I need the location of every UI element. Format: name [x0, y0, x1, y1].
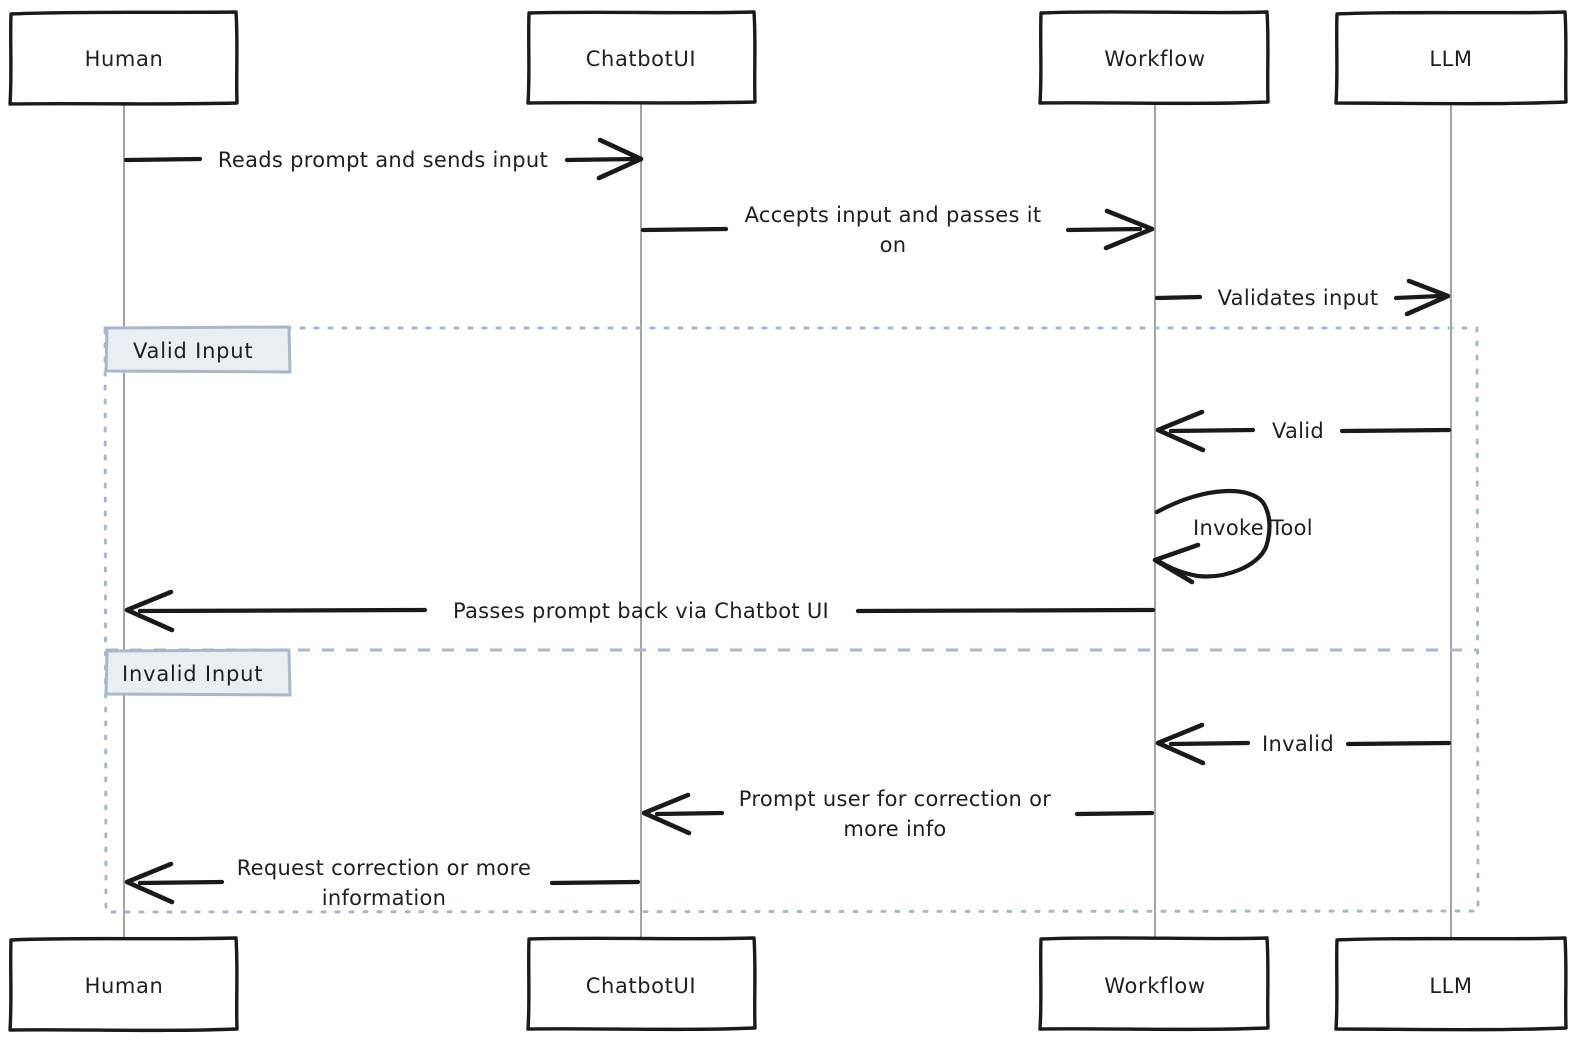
actor-workflow-bottom-face [1040, 938, 1268, 1029]
alt-section-valid-input: Valid Input [104, 325, 292, 374]
actor-llm-bottom-face [1336, 938, 1566, 1029]
message-self-loop-line [1154, 489, 1272, 550]
message-accepts-input-and-passes-it-on[interactable]: Accepts input and passes it on [640, 203, 1155, 257]
message-line [564, 156, 640, 163]
message-line [1339, 427, 1452, 434]
message-label-line2: information [322, 886, 447, 910]
message-reads-prompt-and-sends-input[interactable]: Reads prompt and sends input [123, 137, 644, 181]
message-label: Valid [1272, 419, 1324, 443]
message-prompt-user-for-correction-or-more-info[interactable]: Prompt user for correction or more info [641, 787, 1155, 841]
arrowhead-right-icon [596, 137, 644, 181]
actor-llm-bottom-label: LLM [1429, 974, 1472, 998]
actor-workflow-bottom-border [1038, 936, 1270, 1032]
arrowhead-left-icon [1155, 722, 1206, 766]
arrowhead-left-icon [124, 861, 175, 905]
actor-llm-top[interactable]: LLM [1334, 10, 1568, 106]
message-valid[interactable]: Valid [1155, 409, 1452, 453]
message-line [1345, 740, 1452, 747]
message-line [1168, 427, 1256, 434]
actor-human-bottom-face [10, 938, 237, 1030]
actor-human-top-label: Human [85, 47, 164, 71]
actor-llm-bottom-border [1334, 936, 1568, 1032]
message-line [123, 156, 203, 163]
actor-llm-top-label: LLM [1429, 47, 1472, 71]
arrowhead-left-icon [124, 589, 175, 633]
actor-human-bottom-border [8, 936, 239, 1033]
actor-llm-bottom[interactable]: LLM [1334, 936, 1568, 1032]
actor-llm-top-face [1336, 12, 1566, 103]
actor-workflow-top-label: Workflow [1104, 47, 1205, 71]
message-line [137, 879, 225, 886]
alt-group: Valid Input Invalid Input [103, 325, 1480, 914]
actor-workflow-top-face [1040, 12, 1268, 103]
actor-chatbotui-bottom[interactable]: ChatbotUI [526, 936, 757, 1032]
message-line [1065, 226, 1143, 233]
message-label: Reads prompt and sends input [218, 148, 548, 172]
actor-human-top-border [8, 10, 239, 106]
actor-boxes-bottom: Human ChatbotUI Workflow LLM [8, 936, 1568, 1033]
arrowhead-left-icon [641, 792, 692, 836]
invalid-input-tag-box [104, 648, 292, 697]
message-line [549, 879, 641, 886]
message-label: Invoke Tool [1193, 516, 1313, 540]
arrowhead-left-icon [1155, 409, 1206, 453]
arrowhead-left-icon [1152, 542, 1201, 585]
message-label-line1: Prompt user for correction or [739, 787, 1051, 811]
message-label-line1: Accepts input and passes it [745, 203, 1042, 227]
actor-workflow-bottom[interactable]: Workflow [1038, 936, 1270, 1032]
message-line [855, 607, 1156, 614]
lifelines [123, 104, 1452, 938]
actor-human-top[interactable]: Human [8, 10, 239, 106]
valid-input-tag-label: Valid Input [133, 339, 253, 363]
arrowhead-right-icon [1103, 208, 1155, 251]
message-label-line1: Request correction or more [237, 856, 532, 880]
message-passes-prompt-back-via-chatbot-ui[interactable]: Passes prompt back via Chatbot UI [124, 589, 1156, 633]
message-validates-input[interactable]: Validates input [1154, 278, 1451, 317]
actor-chatbotui-top[interactable]: ChatbotUI [526, 10, 757, 105]
message-label: Validates input [1218, 286, 1379, 310]
actor-chatbotui-top-face [528, 12, 755, 103]
message-line [137, 607, 428, 614]
actor-chatbotui-bottom-face [528, 938, 755, 1029]
actor-chatbotui-bottom-label: ChatbotUI [586, 974, 696, 998]
message-line [1074, 810, 1155, 817]
actor-human-top-face [10, 12, 237, 104]
actor-chatbotui-bottom-border [526, 936, 757, 1032]
valid-input-tag-box [104, 325, 292, 374]
actor-chatbotui-top-label: ChatbotUI [586, 47, 696, 71]
actor-workflow-bottom-label: Workflow [1104, 974, 1205, 998]
actor-chatbotui-top-border [526, 10, 757, 105]
message-invalid[interactable]: Invalid [1155, 722, 1452, 766]
message-label-line2: more info [843, 817, 946, 841]
invalid-input-tag-label: Invalid Input [122, 662, 263, 686]
message-label: Invalid [1262, 732, 1334, 756]
message-label-line2: on [880, 233, 907, 257]
actor-boxes-top: Human ChatbotUI Workflow LLM [8, 10, 1568, 106]
actor-workflow-top-border [1038, 10, 1270, 106]
message-line [640, 226, 729, 233]
message-line [654, 810, 725, 817]
message-request-correction-or-more-information[interactable]: Request correction or more information [124, 856, 641, 910]
message-line [1393, 293, 1443, 301]
message-invoke-tool[interactable]: Invoke Tool [1152, 489, 1313, 585]
alt-section-invalid-input: Invalid Input [104, 648, 292, 697]
message-line [1168, 740, 1251, 747]
actor-human-bottom[interactable]: Human [8, 936, 239, 1033]
actor-workflow-top[interactable]: Workflow [1038, 10, 1270, 106]
arrowhead-right-icon [1404, 278, 1451, 317]
actor-llm-top-border [1334, 10, 1568, 106]
actor-human-bottom-label: Human [85, 974, 164, 998]
message-label: Passes prompt back via Chatbot UI [453, 599, 829, 623]
message-line [1154, 294, 1203, 301]
